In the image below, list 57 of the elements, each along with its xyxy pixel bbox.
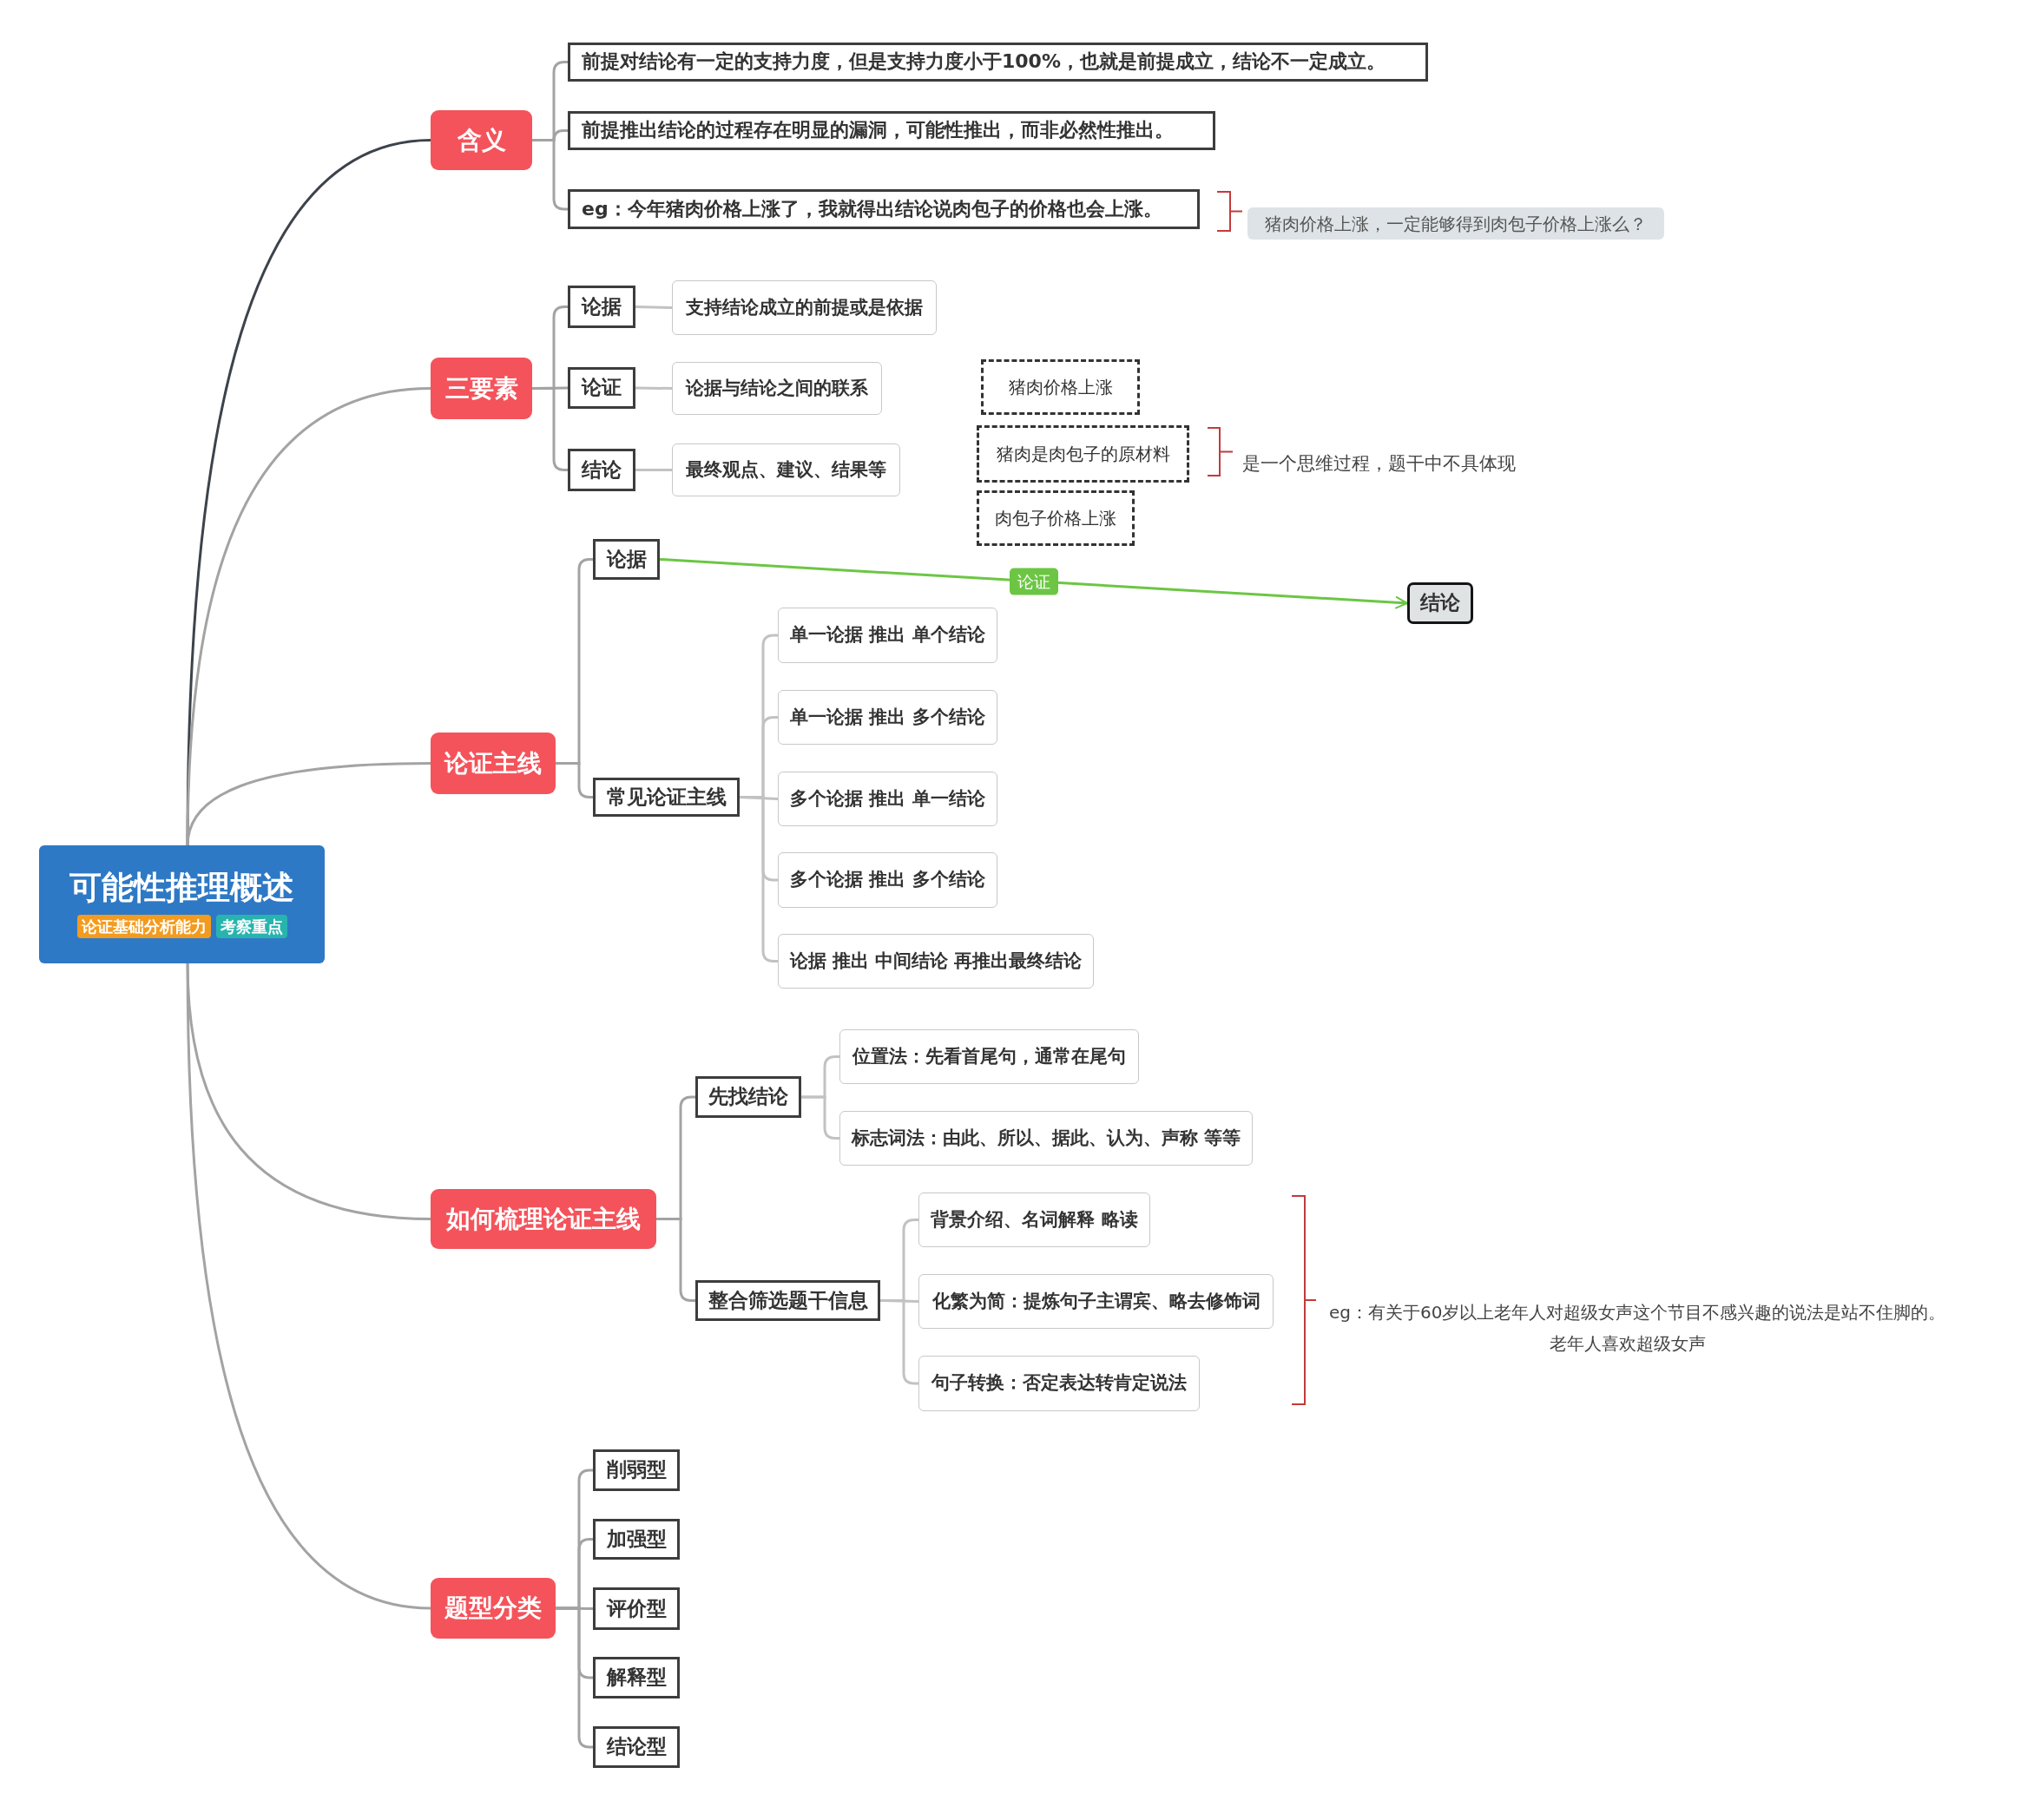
branch-line (880, 1299, 918, 1385)
main-topic: 三要素 (431, 358, 532, 419)
subtopic-box: eg：今年猪肉价格上涨了，我就得出结论说肉包子的价格也会上涨。 (568, 189, 1200, 229)
detail-box: 最终观点、建议、结果等 (672, 444, 900, 496)
detail-box: 化繁为简：提炼句子主谓宾、略去修饰词 (918, 1274, 1274, 1329)
main-topic: 含义 (431, 110, 532, 170)
subtopic-box: 先找结论 (695, 1076, 801, 1118)
subtopic-box: 整合筛选题干信息 (695, 1280, 880, 1321)
branch-line (740, 796, 778, 963)
detail-box: 多个论据 推出 多个结论 (778, 852, 997, 908)
tag: 考察重点 (215, 914, 287, 939)
branch-line (656, 1218, 695, 1302)
arrow (659, 558, 1409, 609)
detail-box: 位置法：先看首尾句，通常在尾句 (839, 1029, 1139, 1084)
note-text: eg：有关于60岁以上老年人对超级女声这个节目不感兴趣的说法是站不住脚的。 (1329, 1302, 1946, 1323)
subtopic-box: 结论型 (593, 1726, 680, 1768)
dashed-box: 肉包子价格上涨 (977, 490, 1135, 546)
detail-box: 论据与结论之间的联系 (672, 362, 882, 415)
dashed-box: 猪肉是肉包子的原材料 (977, 425, 1189, 483)
detail-box: 标志词法：由此、所以、据此、认为、声称 等等 (839, 1111, 1253, 1166)
subtopic-box: 常见论证主线 (593, 778, 740, 817)
subtopic-box: 削弱型 (593, 1449, 680, 1491)
central-topic (39, 845, 325, 963)
edge-label: 论证 (1009, 568, 1058, 595)
subtopic-box: 评价型 (593, 1587, 680, 1630)
subtopic-box: 结论 (568, 449, 635, 491)
tag: 论证基础分析能力 (76, 914, 211, 939)
branch-line (186, 762, 431, 846)
subtopic-box: 加强型 (593, 1519, 680, 1560)
detail-box: 支持结论成立的前提或是依据 (672, 280, 937, 335)
topic-title: 可能性推理概述 (69, 870, 294, 906)
subtopic-box: 前提对结论有一定的支持力度，但是支持力度小于100%，也就是前提成立，结论不一定成立。 (568, 43, 1428, 82)
subtopic-box: 论据 (593, 539, 660, 580)
branch-line (635, 469, 672, 471)
subtopic-box: 前提推出结论的过程存在明显的漏洞，可能性推出，而非必然性推出。 (568, 111, 1215, 150)
detail-box: 单一论据 推出 多个结论 (778, 690, 997, 745)
detail-box: 单一论据 推出 单个结论 (778, 608, 997, 663)
dashed-box: 猪肉价格上涨 (981, 359, 1140, 415)
detail-box: 多个论据 推出 单一结论 (778, 772, 997, 826)
subtopic-box: 论据 (568, 286, 635, 328)
detail-box: 背景介绍、名词解释 略读 (918, 1193, 1150, 1247)
branch-line (635, 386, 672, 390)
subtopic-box: 解释型 (593, 1657, 680, 1698)
branch-line (186, 963, 431, 1610)
note-text: 老年人喜欢超级女声 (1550, 1333, 1706, 1354)
detail-box: 句子转换：否定表达转肯定说法 (918, 1356, 1200, 1411)
main-topic: 如何梳理论证主线 (431, 1189, 656, 1249)
main-topic: 题型分类 (431, 1578, 556, 1639)
subtopic-box: 论证 (568, 367, 635, 409)
conclusion-box: 结论 (1407, 582, 1473, 624)
branch-line (556, 762, 593, 798)
detail-box: 论据 推出 中间结论 再推出最终结论 (778, 934, 1094, 989)
branch-line (801, 1095, 839, 1140)
main-topic: 论证主线 (431, 733, 556, 794)
summary-box: 猪肉价格上涨，一定能够得到肉包子价格上涨么？ (1247, 207, 1664, 240)
note-text: 是一个思维过程，题干中不具体现 (1242, 453, 1516, 476)
branch-line (635, 306, 673, 309)
